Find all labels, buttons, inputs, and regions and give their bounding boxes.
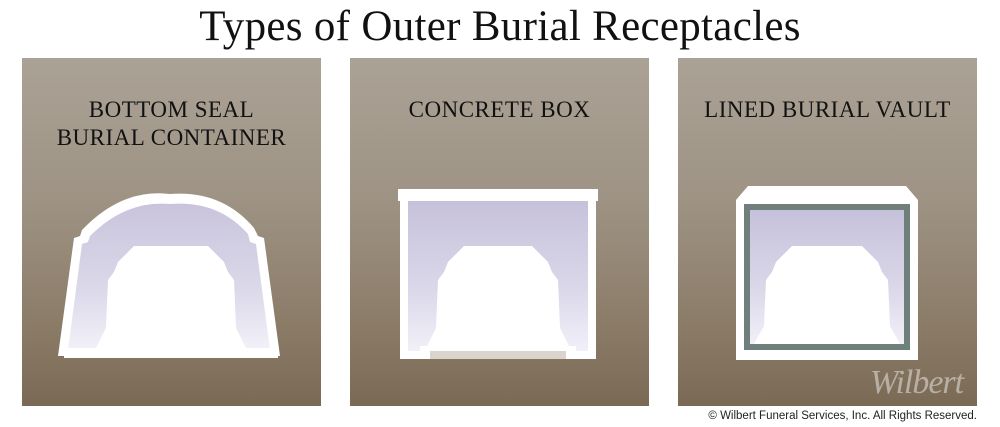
open-bottom-gap <box>430 351 566 359</box>
casket-shape <box>96 246 246 348</box>
panel-label-line-1: BOTTOM SEAL <box>88 97 255 122</box>
panel-label-line-1: CONCRETE BOX <box>408 97 591 122</box>
page-title: Types of Outer Burial Receptacles <box>199 3 801 50</box>
panel-label: CONCRETE BOX <box>350 96 649 124</box>
concrete-box-lid <box>398 189 598 201</box>
panel-bottom-seal-burial-container: BOTTOM SEAL BURIAL CONTAINER <box>22 58 321 406</box>
panel-label-line-2: BURIAL CONTAINER <box>56 125 287 150</box>
bottom-seal-container-illustration <box>58 193 280 358</box>
copyright-notice: © Wilbert Funeral Services, Inc. All Rig… <box>708 410 977 422</box>
casket-shape <box>754 246 900 344</box>
panel-label: BOTTOM SEAL BURIAL CONTAINER <box>22 96 321 152</box>
panel-label-line-1: LINED BURIAL VAULT <box>704 97 951 122</box>
wilbert-watermark-logo: Wilbert <box>870 364 964 401</box>
concrete-box-illustration <box>398 189 598 359</box>
panel-concrete-box: CONCRETE BOX <box>350 58 649 406</box>
bottom-seal-base <box>64 348 278 358</box>
casket-shape <box>426 246 570 348</box>
casket-base <box>420 346 576 351</box>
panel-lined-burial-vault: LINED BURIAL VAULT <box>678 58 977 406</box>
lined-vault-illustration <box>736 186 918 360</box>
panel-label: LINED BURIAL VAULT <box>678 96 977 124</box>
